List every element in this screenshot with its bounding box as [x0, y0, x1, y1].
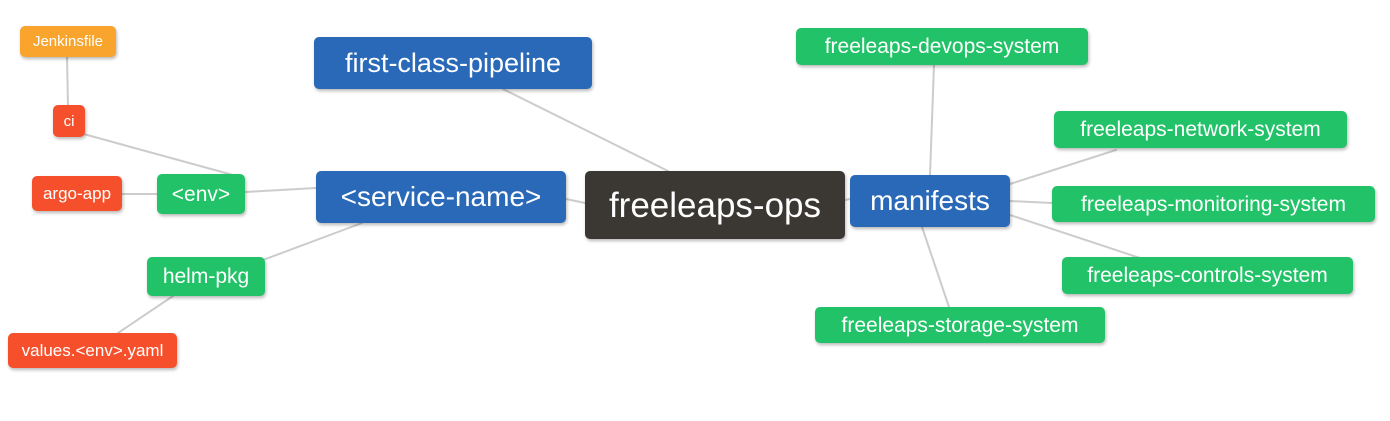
- node-label: freeleaps-devops-system: [824, 35, 1060, 58]
- node-label: first-class-pipeline: [344, 47, 562, 78]
- node-freeleaps-monitoring-system[interactable]: freeleaps-monitoring-system: [1052, 186, 1375, 222]
- node-label: Jenkinsfile: [32, 33, 104, 50]
- edge-freeleaps-ops--manifests: [844, 198, 851, 201]
- node-jenkinsfile[interactable]: Jenkinsfile: [20, 26, 116, 57]
- edge-helm-pkg--values-env-yaml: [117, 295, 174, 334]
- node-manifests[interactable]: manifests: [850, 175, 1010, 227]
- node-argo-app[interactable]: argo-app: [32, 176, 122, 211]
- node-helm-pkg[interactable]: helm-pkg: [147, 257, 265, 296]
- node-freeleaps-controls-system[interactable]: freeleaps-controls-system: [1062, 257, 1353, 294]
- node-values-env-yaml[interactable]: values.<env>.yaml: [8, 333, 177, 368]
- edge-service-name--helm-pkg: [262, 222, 363, 261]
- node-freeleaps-storage-system[interactable]: freeleaps-storage-system: [815, 307, 1105, 343]
- node-label: <service-name>: [340, 181, 542, 212]
- node-freeleaps-network-system[interactable]: freeleaps-network-system: [1054, 111, 1347, 148]
- node-label: freeleaps-network-system: [1080, 118, 1321, 141]
- edge-manifests--freeleaps-storage-system: [921, 226, 950, 308]
- node-label: freeleaps-controls-system: [1087, 264, 1328, 287]
- edge-manifests--freeleaps-network-system: [1009, 149, 1117, 185]
- edge-jenkinsfile--ci: [66, 56, 69, 108]
- node-label: values.<env>.yaml: [21, 341, 164, 360]
- node-label: manifests: [870, 185, 990, 216]
- node-first-class-pipeline[interactable]: first-class-pipeline: [314, 37, 592, 89]
- node-label: helm-pkg: [162, 265, 250, 288]
- edge-freeleaps-devops-system--manifests: [929, 64, 935, 176]
- node-label: freeleaps-storage-system: [841, 313, 1079, 337]
- edge-manifests--freeleaps-controls-system: [1009, 214, 1141, 259]
- edge-env--service-name: [244, 187, 317, 193]
- node-env[interactable]: <env>: [157, 174, 245, 214]
- node-label: ci: [63, 112, 75, 130]
- node-label: <env>: [171, 182, 231, 206]
- edge-service-name--freeleaps-ops: [565, 198, 586, 204]
- edge-manifests--freeleaps-monitoring-system: [1009, 200, 1053, 204]
- edge-first-class-pipeline--freeleaps-ops: [502, 88, 669, 172]
- node-label: freeleaps-monitoring-system: [1081, 192, 1346, 216]
- edge-ci--env: [79, 132, 234, 176]
- node-label: argo-app: [42, 184, 112, 203]
- node-service-name[interactable]: <service-name>: [316, 171, 566, 223]
- node-freeleaps-devops-system[interactable]: freeleaps-devops-system: [796, 28, 1088, 65]
- node-freeleaps-ops[interactable]: freeleaps-ops: [585, 171, 845, 239]
- node-ci[interactable]: ci: [53, 105, 85, 137]
- node-label: freeleaps-ops: [608, 185, 822, 225]
